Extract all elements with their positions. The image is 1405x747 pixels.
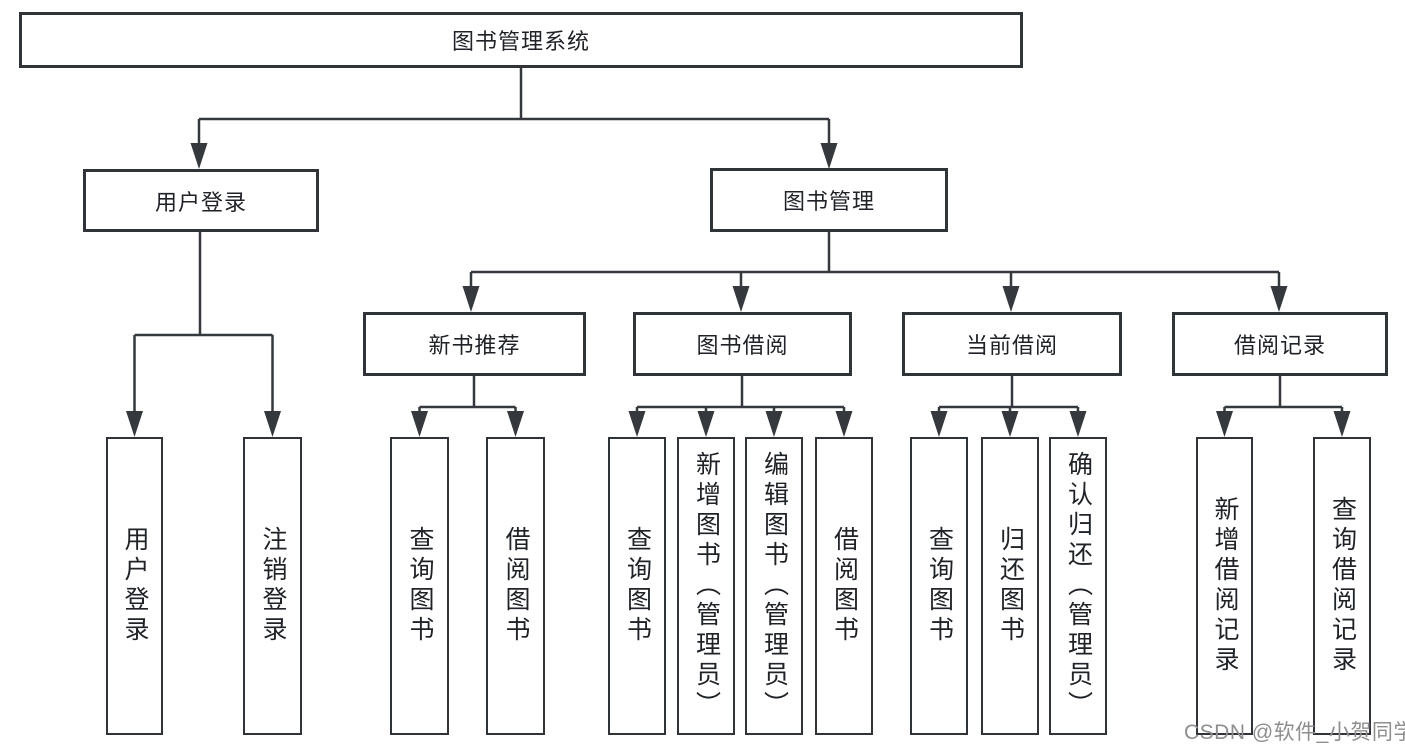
node-label: 图书管理系统 bbox=[451, 29, 590, 54]
arrowhead bbox=[628, 411, 646, 437]
node-label: 查询图书 bbox=[623, 526, 652, 646]
arrowhead bbox=[507, 411, 524, 437]
node-label: 查询图书 bbox=[406, 526, 434, 646]
node-label: 注销登录 bbox=[259, 526, 287, 646]
node-label: 查询图书 bbox=[925, 526, 954, 646]
node-label: 图书借阅 bbox=[696, 333, 789, 358]
node-label: 借阅图书 bbox=[502, 526, 530, 646]
leaf-borrow-books-recommend: 借阅图书 bbox=[486, 437, 545, 735]
leaf-borrow-books: 借阅图书 bbox=[815, 437, 873, 735]
node-borrow-records: 借阅记录 bbox=[1172, 312, 1388, 376]
node-current-borrow: 当前借阅 bbox=[902, 312, 1122, 376]
arrowhead bbox=[1069, 411, 1087, 437]
node-label: 用户登录 bbox=[154, 189, 247, 215]
node-label: 编辑图书（管理员） bbox=[760, 451, 789, 721]
arrowhead bbox=[1270, 286, 1288, 312]
edge-new-books-to-leaves bbox=[418, 376, 517, 412]
node-label: 用户登录 bbox=[121, 526, 149, 646]
leaf-query-books-recommend: 查询图书 bbox=[390, 437, 449, 735]
leaf-query-books-current: 查询图书 bbox=[910, 437, 968, 735]
node-library-management-system: 图书管理系统 bbox=[19, 12, 1023, 68]
node-book-borrow: 图书借阅 bbox=[633, 312, 852, 376]
arrowhead bbox=[126, 411, 143, 437]
arrowhead bbox=[765, 411, 783, 437]
leaf-query-books-borrow: 查询图书 bbox=[608, 437, 666, 735]
edge-current-borrow-to-leaves bbox=[937, 376, 1080, 412]
node-label: 查询借阅记录 bbox=[1328, 496, 1357, 676]
leaf-query-borrow-record: 查询借阅记录 bbox=[1313, 437, 1371, 735]
node-new-book-recommend: 新书推荐 bbox=[363, 312, 586, 376]
csdn-watermark: CSDN @软件_小贺同学 bbox=[1184, 721, 1405, 744]
edge-borrow-records-to-leaves bbox=[1223, 376, 1344, 412]
arrowhead bbox=[264, 411, 281, 437]
leaf-logout: 注销登录 bbox=[243, 437, 302, 735]
leaf-confirm-return-admin: 确认归还（管理员） bbox=[1049, 437, 1107, 735]
arrowhead bbox=[697, 411, 715, 437]
arrowhead bbox=[411, 411, 428, 437]
edge-root-to-level2 bbox=[197, 68, 831, 144]
arrowhead bbox=[1002, 286, 1020, 312]
arrowhead bbox=[1216, 411, 1233, 437]
edge-book-borrow-to-leaves bbox=[635, 376, 846, 412]
edge-user-login-to-leaves bbox=[133, 232, 274, 412]
node-label: 新增图书（管理员） bbox=[692, 451, 721, 721]
node-label: 归还图书 bbox=[996, 526, 1025, 646]
node-label: 图书管理 bbox=[782, 189, 875, 214]
arrowhead bbox=[1001, 411, 1019, 437]
arrowhead bbox=[930, 411, 948, 437]
arrowhead bbox=[462, 286, 480, 312]
node-label: 借阅记录 bbox=[1233, 333, 1326, 358]
leaf-add-books-admin: 新增图书（管理员） bbox=[677, 437, 735, 735]
arrowhead bbox=[190, 143, 208, 169]
node-label: 确认归还（管理员） bbox=[1064, 451, 1093, 721]
leaf-user-login: 用户登录 bbox=[106, 437, 163, 735]
leaf-add-borrow-record: 新增借阅记录 bbox=[1196, 437, 1253, 735]
node-book-management-branch: 图书管理 bbox=[710, 168, 948, 232]
node-label: 新书推荐 bbox=[428, 333, 521, 358]
leaf-return-books: 归还图书 bbox=[981, 437, 1039, 735]
arrowheads bbox=[126, 143, 1351, 437]
node-label: 新增借阅记录 bbox=[1211, 496, 1239, 676]
node-label: 当前借阅 bbox=[965, 333, 1058, 358]
leaf-edit-books-admin: 编辑图书（管理员） bbox=[745, 437, 803, 735]
edge-book-mgmt-to-level3 bbox=[469, 232, 1281, 287]
node-label: 借阅图书 bbox=[830, 526, 859, 646]
arrowhead bbox=[1333, 411, 1351, 437]
arrowhead bbox=[732, 286, 750, 312]
node-user-login-branch: 用户登录 bbox=[83, 169, 319, 232]
arrowhead bbox=[835, 411, 853, 437]
arrowhead bbox=[820, 143, 838, 169]
